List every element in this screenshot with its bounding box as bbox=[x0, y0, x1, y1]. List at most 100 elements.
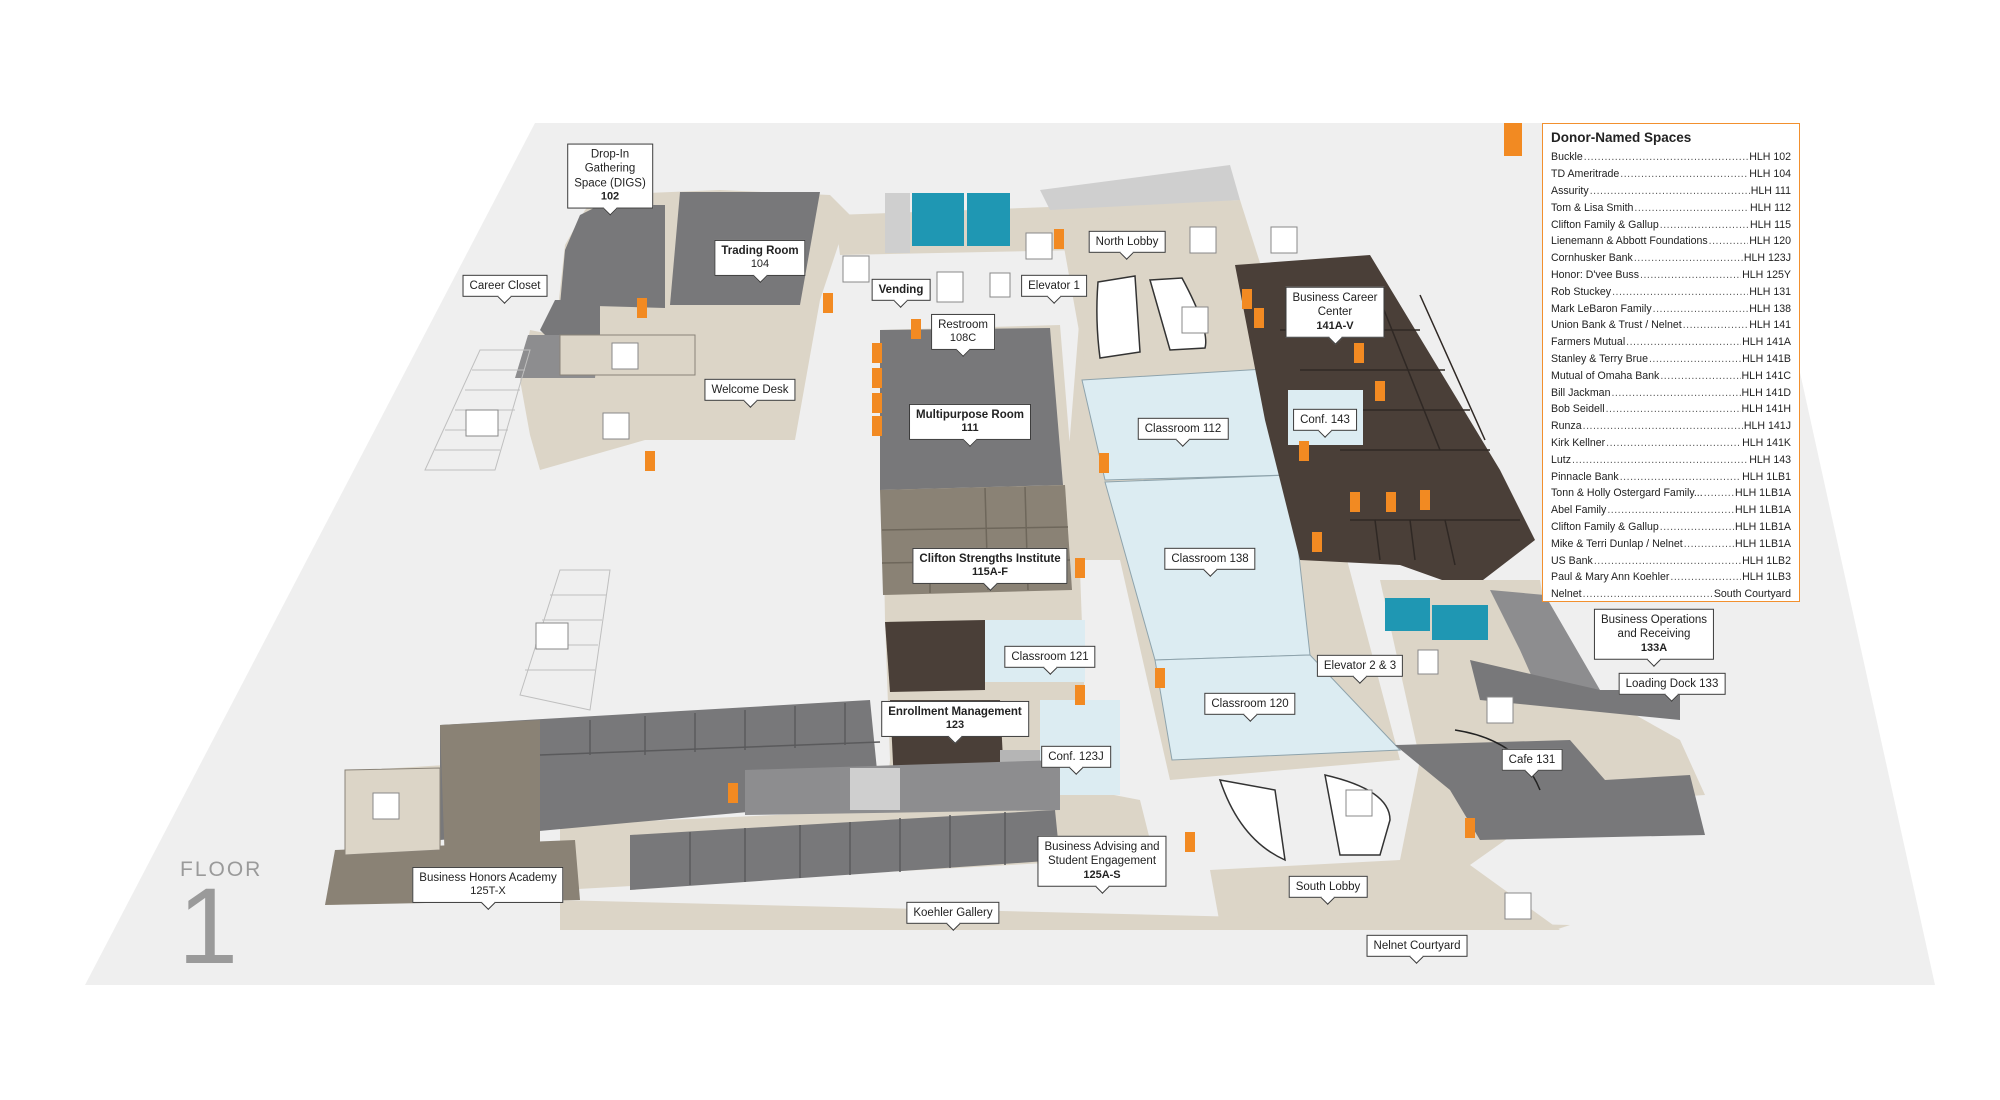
legend-entry-room: South Courtyard bbox=[1713, 588, 1791, 601]
legend-entry-dots: ........................................… bbox=[1607, 504, 1735, 517]
label-conf-123j[interactable]: Conf. 123J bbox=[1041, 745, 1111, 769]
label-advising-num: 125A-S bbox=[1083, 868, 1121, 881]
label-advising-line1: Business Advising and bbox=[1044, 840, 1160, 853]
label-vending-name: Vending bbox=[878, 283, 924, 296]
legend-entry: Mutual of Omaha Bank....................… bbox=[1551, 367, 1791, 384]
label-drop-in[interactable]: Drop-In Gathering Space (DIGS) 102 bbox=[567, 143, 653, 209]
label-multipurpose-name: Multipurpose Room bbox=[916, 408, 1024, 421]
legend-entry: Runza...................................… bbox=[1551, 418, 1791, 435]
legend-entry: Buckle..................................… bbox=[1551, 149, 1791, 166]
donor-markers bbox=[637, 229, 1475, 852]
label-classroom-138[interactable]: Classroom 138 bbox=[1164, 547, 1256, 571]
floor-word: FLOOR bbox=[180, 858, 263, 881]
label-classroom-112[interactable]: Classroom 112 bbox=[1137, 417, 1229, 441]
donor-legend: Donor-Named Spaces Buckle...............… bbox=[1542, 123, 1800, 602]
legend-entry-name: Farmers Mutual bbox=[1551, 336, 1626, 349]
legend-entry-dots: ........................................… bbox=[1634, 201, 1749, 214]
legend-entry: Pinnacle Bank...........................… bbox=[1551, 468, 1791, 485]
label-multipurpose-room[interactable]: Multipurpose Room 111 bbox=[909, 403, 1031, 441]
legend-entry: Tonn & Holly Ostergard Family...........… bbox=[1551, 485, 1791, 502]
label-elevator-1-name: Elevator 1 bbox=[1028, 279, 1080, 292]
label-koehler-name: Koehler Gallery bbox=[913, 906, 993, 919]
label-drop-in-line3: Space (DIGS) bbox=[574, 177, 646, 190]
label-clifton-num: 115A-F bbox=[971, 566, 1009, 579]
legend-entry-room: HLH 1LB3 bbox=[1742, 571, 1791, 584]
legend-entry-dots: ........................................… bbox=[1620, 168, 1748, 181]
legend-entry-name: Tonn & Holly Ostergard Family... bbox=[1551, 487, 1703, 500]
label-welcome-desk[interactable]: Welcome Desk bbox=[704, 378, 796, 402]
label-conf-143-name: Conf. 143 bbox=[1300, 413, 1350, 426]
sw-wing-left-brown bbox=[440, 720, 540, 865]
label-trading-room[interactable]: Trading Room 104 bbox=[714, 239, 806, 277]
legend-entry: Cornhusker Bank.........................… bbox=[1551, 250, 1791, 267]
label-cafe-131[interactable]: Cafe 131 bbox=[1501, 748, 1563, 772]
label-career-closet[interactable]: Career Closet bbox=[462, 274, 548, 298]
label-classroom-112-name: Classroom 112 bbox=[1144, 422, 1222, 435]
legend-entry-dots: ........................................… bbox=[1640, 268, 1742, 281]
legend-entry-name: Lienemann & Abbott Foundations bbox=[1551, 235, 1708, 248]
label-bizops-line2: and Receiving bbox=[1617, 628, 1691, 641]
legend-swatch bbox=[1504, 123, 1522, 156]
legend-entry-name: Clifton Family & Gallup bbox=[1551, 520, 1659, 533]
label-bcc-line1: Business Career bbox=[1292, 291, 1378, 304]
label-conf-143[interactable]: Conf. 143 bbox=[1293, 408, 1357, 432]
business-operations-area bbox=[1490, 590, 1600, 695]
legend-entry-dots: ........................................… bbox=[1670, 571, 1741, 584]
label-elevator-2-3[interactable]: Elevator 2 & 3 bbox=[1316, 654, 1404, 678]
legend-title: Donor-Named Spaces bbox=[1551, 130, 1692, 145]
label-loading-dock[interactable]: Loading Dock 133 bbox=[1618, 672, 1726, 696]
legend-entry: Lutz....................................… bbox=[1551, 451, 1791, 468]
legend-entry-dots: ........................................… bbox=[1652, 302, 1749, 315]
label-koehler-gallery[interactable]: Koehler Gallery bbox=[906, 901, 1000, 925]
north-lobby-glass-a bbox=[1096, 275, 1141, 359]
label-classroom-120-name: Classroom 120 bbox=[1211, 697, 1289, 710]
label-restroom[interactable]: Restroom 108C bbox=[931, 313, 995, 351]
legend-entry: TD Ameritrade...........................… bbox=[1551, 166, 1791, 183]
legend-entry: Farmers Mutual..........................… bbox=[1551, 334, 1791, 351]
label-business-honors[interactable]: Business Honors Academy 125T-X bbox=[412, 866, 564, 904]
label-business-career-center[interactable]: Business Career Center 141A-V bbox=[1285, 286, 1385, 338]
legend-entry-name: Bill Jackman bbox=[1551, 386, 1611, 399]
label-vending[interactable]: Vending bbox=[871, 278, 931, 302]
label-business-operations[interactable]: Business Operations and Receiving 133A bbox=[1593, 608, 1715, 660]
legend-entry-room: HLH 141D bbox=[1741, 386, 1791, 399]
legend-entry-name: Lutz bbox=[1551, 453, 1572, 466]
floor-number: 1 bbox=[178, 865, 239, 986]
legend-entry: Union Bank & Trust / Nelnet.............… bbox=[1551, 317, 1791, 334]
stair-icons bbox=[372, 226, 1514, 820]
label-north-lobby[interactable]: North Lobby bbox=[1088, 230, 1166, 254]
label-nelnet-courtyard[interactable]: Nelnet Courtyard bbox=[1366, 934, 1468, 958]
label-elevator-1[interactable]: Elevator 1 bbox=[1021, 274, 1087, 298]
label-north-lobby-name: North Lobby bbox=[1095, 235, 1159, 248]
legend-entry: Tom & Lisa Smith........................… bbox=[1551, 199, 1791, 216]
legend-entry-room: HLH 143 bbox=[1749, 453, 1791, 466]
label-business-advising[interactable]: Business Advising and Student Engagement… bbox=[1037, 835, 1167, 887]
legend-entry: Mike & Terri Dunlap / Nelnet............… bbox=[1551, 535, 1791, 552]
label-cafe-131-name: Cafe 131 bbox=[1508, 753, 1556, 766]
legend-entry-name: Tom & Lisa Smith bbox=[1551, 201, 1634, 214]
label-classroom-121[interactable]: Classroom 121 bbox=[1004, 645, 1096, 669]
legend-rows: Buckle..................................… bbox=[1551, 149, 1791, 603]
sw-middle-offices bbox=[745, 760, 1060, 815]
label-classroom-120[interactable]: Classroom 120 bbox=[1204, 692, 1296, 716]
career-center-floor bbox=[1235, 255, 1535, 590]
legend-entry-room: HLH 112 bbox=[1749, 201, 1791, 214]
legend-entry-dots: ........................................… bbox=[1633, 252, 1743, 265]
legend-entry-dots: ........................................… bbox=[1659, 218, 1749, 231]
label-bcc-num: 141A-V bbox=[1316, 319, 1354, 332]
label-south-lobby[interactable]: South Lobby bbox=[1288, 875, 1368, 899]
legend-entry-dots: ........................................… bbox=[1703, 487, 1735, 500]
legend-entry-room: HLH 120 bbox=[1749, 235, 1791, 248]
legend-entry-room: HLH 125Y bbox=[1742, 268, 1791, 281]
legend-entry-room: HLH 138 bbox=[1749, 302, 1791, 315]
legend-entry: US Bank.................................… bbox=[1551, 552, 1791, 569]
legend-entry-room: HLH 141H bbox=[1741, 403, 1791, 416]
legend-entry: Nelnet..................................… bbox=[1551, 586, 1791, 603]
label-enrollment-management[interactable]: Enrollment Management 123 bbox=[881, 700, 1029, 738]
legend-entry-dots: ........................................… bbox=[1572, 453, 1748, 466]
label-welcome-desk-name: Welcome Desk bbox=[711, 383, 789, 396]
legend-entry-room: HLH 141C bbox=[1741, 369, 1791, 382]
label-enrollment-num: 123 bbox=[945, 719, 965, 732]
legend-entry-name: Cornhusker Bank bbox=[1551, 252, 1633, 265]
label-clifton-strengths[interactable]: Clifton Strengths Institute 115A-F bbox=[912, 547, 1068, 585]
